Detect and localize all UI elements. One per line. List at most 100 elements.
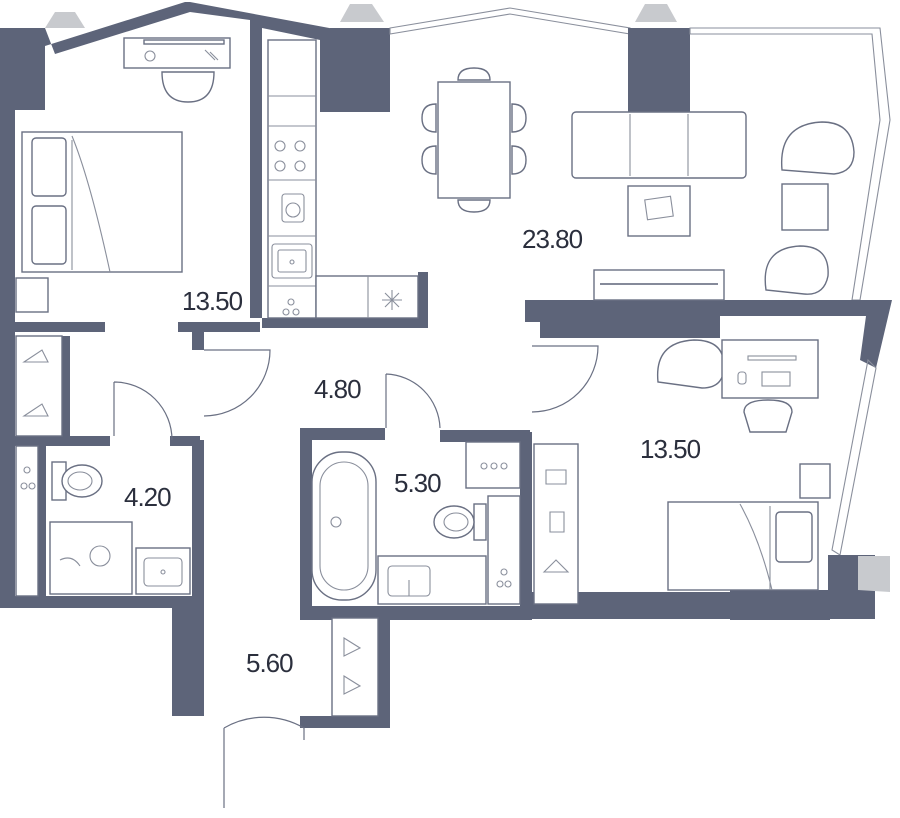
dishwasher-icon [281,193,305,223]
armchair-bedroom [656,339,725,389]
wall-left [0,28,15,598]
area-entrance: 5.60 [246,648,294,678]
pillar-4 [858,556,890,592]
wall-hall-stub [192,322,204,350]
wall-wc-top [0,436,110,446]
hanger-icon [22,349,49,417]
armchair-1 [781,121,855,175]
wc-shaft [15,445,39,597]
area-living-kitchen: 23.80 [522,224,583,254]
wall-kitchen-right [418,272,428,328]
wall-wc-bottom [0,596,204,608]
bathroom-main-fixtures [311,441,521,605]
wall-entrance-left [172,598,204,716]
side-table [781,183,829,231]
sink-icon [377,555,487,605]
wall-kitchen-bottom [262,318,428,328]
dining-table [437,81,511,199]
wall-closet-left [62,336,70,436]
bedroom-left-furniture [15,37,231,313]
door-bedroom-right [531,345,599,413]
bath-shaft [487,495,521,605]
kitchen-bottom-counter [315,275,419,319]
window-top [389,7,631,35]
bedroom-right-furniture [533,339,831,605]
wall-entrance-right [378,610,390,716]
door-bedroom-left [203,349,271,417]
area-hallway: 4.80 [314,374,362,404]
pillow-2 [31,205,67,265]
pillow-right [775,511,813,563]
closet-entrance [331,617,379,717]
pillar-3 [635,4,677,22]
bathroom-small-fixtures [15,445,191,597]
hanger-icon [542,469,570,573]
wall-wc-inner [38,446,46,598]
oven-icon [282,298,300,316]
wall-top-left-window [45,2,190,54]
desk-tools [204,49,219,61]
door-entrance [223,716,305,808]
wall-pier-left [15,28,45,110]
pillar-2 [340,4,384,22]
closet-left [15,335,63,437]
pillow-1 [31,137,67,197]
wall-bedroom-bottom-left [15,322,105,332]
wardrobe-right [533,443,579,605]
door-wc [113,381,173,441]
wall-bath-bedroom [520,432,532,620]
kitchen-counter [267,39,317,319]
sofa [571,111,747,179]
wall-bath-left [300,428,312,620]
wall-bottom-right-thick [730,590,830,620]
desk-chair-right [743,399,793,433]
shower [49,521,133,595]
snowflake-icon [382,290,402,310]
walls [0,2,892,728]
wall-entrance-top [300,610,390,618]
wall-bath-top-left [300,428,385,440]
armchair-2 [764,245,829,295]
toilet-icon [433,503,487,541]
tv-stand [593,269,725,301]
window-right-bedroom [831,358,877,556]
nightstand-left [15,277,49,313]
hanger-icon [343,637,362,695]
blanket-fold [71,135,111,273]
bathtub-icon [311,451,377,601]
pillar-1 [45,12,85,28]
blanket-right [739,503,773,591]
wall-bedroom-bottom-right [178,322,260,332]
nightstand-right [799,463,831,499]
hall-closet [15,335,379,717]
area-bathroom-small: 4.20 [124,482,172,512]
sink-icon [135,547,191,595]
chair-left [161,71,215,103]
washing-machine-icon [465,441,521,489]
sink-icon [271,243,313,279]
area-bathroom-main: 5.30 [394,468,442,498]
wall-pier-top-mid [330,28,390,112]
living-room-furniture [421,67,855,301]
wall-living-bedroom [525,300,892,368]
wall-wc-top-right [170,436,200,446]
kitchen [267,39,419,319]
door-bath-main [385,373,441,429]
toilet-icon [51,461,103,501]
doors [113,345,599,808]
pillars [45,4,890,592]
coffee-table [627,185,691,237]
wall-pier-top-right [628,28,690,112]
wall-entrance-bottom [300,716,390,728]
keyboard [761,371,791,387]
desk-shelf [143,39,225,45]
cooktop-icon [274,140,306,172]
area-bedroom-right: 13.50 [640,434,701,464]
desk-item [144,50,156,62]
wall-wc-right [192,440,204,610]
desk-right [721,339,819,399]
monitor [747,355,797,361]
wall-bath-top-right [440,430,530,442]
